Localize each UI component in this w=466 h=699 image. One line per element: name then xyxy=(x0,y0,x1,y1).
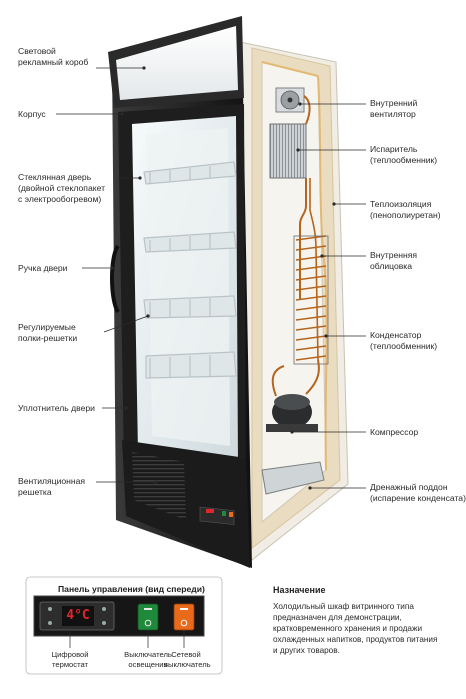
inner-fan xyxy=(276,88,304,112)
evaporator xyxy=(270,124,306,178)
label-vent-grille: Вентиляционная решетка xyxy=(18,476,85,498)
label-door-seal: Уплотнитель двери xyxy=(18,403,95,414)
label-evaporator: Испаритель (теплообменник) xyxy=(370,144,437,166)
label-shelves: Регулируемые полки-решетки xyxy=(18,322,77,344)
label-compressor: Компрессор xyxy=(370,427,418,438)
label-thermostat: Цифровой термостат xyxy=(48,650,92,669)
light-switch xyxy=(138,604,158,630)
power-switch xyxy=(174,604,194,630)
label-inner-lining: Внутренняя облицовка xyxy=(370,250,417,272)
label-insulation: Теплоизоляция (пенополиуретан) xyxy=(370,199,441,221)
label-light-box: Световой рекламный короб xyxy=(18,46,88,68)
label-glass-door: Стеклянная дверь (двойной стеклопакет с … xyxy=(18,172,105,205)
label-drain-tray: Дренажный поддон (испарение конденсата) xyxy=(370,482,466,504)
label-body: Корпус xyxy=(18,109,46,120)
cabinet-front xyxy=(108,16,252,568)
control-panel-title: Панель управления (вид спереди) xyxy=(58,584,205,594)
label-condenser: Конденсатор (теплообменник) xyxy=(370,330,437,352)
description-title: Назначение xyxy=(273,585,326,595)
label-inner-fan: Внутренний вентилятор xyxy=(370,98,417,120)
description-body: Холодильный шкаф витринного типа предназ… xyxy=(273,601,453,656)
thermostat-display-value: 4°C xyxy=(62,606,94,626)
label-power-switch: Сетевой выключатель xyxy=(164,650,208,669)
label-door-handle: Ручка двери xyxy=(18,263,67,274)
